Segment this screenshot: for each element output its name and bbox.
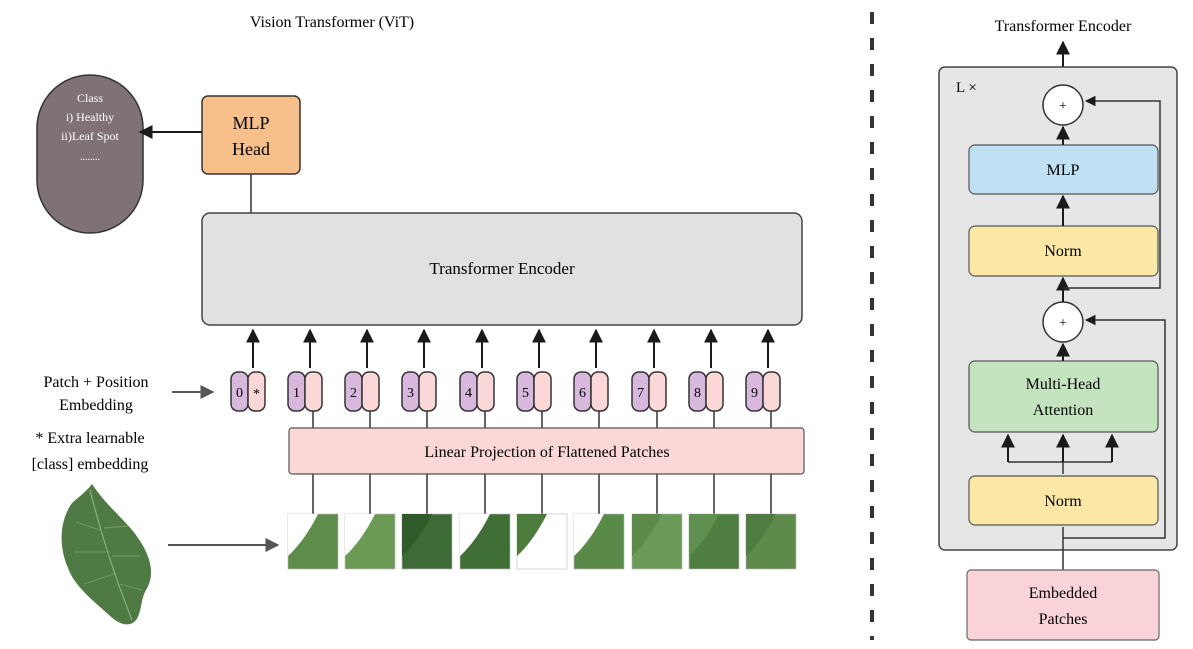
token-4: 4 xyxy=(459,328,495,428)
token-4-index: 4 xyxy=(465,386,472,401)
vit-title: Vision Transformer (ViT) xyxy=(250,14,414,31)
patch-position-label-2: Embedding xyxy=(59,397,133,414)
token-0: 0* xyxy=(230,328,266,412)
class-line-3: ii)Leaf Spot xyxy=(61,129,119,143)
residual-connection-lower xyxy=(1063,314,1166,539)
patch-1 xyxy=(287,513,339,570)
top-add-node xyxy=(1042,84,1084,126)
leaf-image xyxy=(61,484,152,625)
token-6-patch-pill xyxy=(590,371,609,412)
attention-block xyxy=(968,360,1159,433)
token-4-patch-pill xyxy=(476,371,495,412)
class-line-2: i) Healthy xyxy=(66,110,114,124)
token-8-index: 8 xyxy=(694,386,701,401)
token-2: 2 xyxy=(344,328,380,428)
token-7-patch-pill xyxy=(648,371,667,412)
patch-position-label-1: Patch + Position xyxy=(43,374,148,391)
class-output-box: Class i) Healthy ii)Leaf Spot ........ xyxy=(36,74,144,234)
token-3-index: 3 xyxy=(407,386,414,401)
token-3-patch-pill xyxy=(418,371,437,412)
token-6-index: 6 xyxy=(579,386,586,401)
token-6: 6 xyxy=(573,328,609,428)
token-9-patch-pill xyxy=(762,371,781,412)
patch-5 xyxy=(516,513,568,570)
norm-block-lower xyxy=(968,475,1159,526)
mlp-head-line-2: Head xyxy=(232,139,270,159)
embedded-label-1: Embedded xyxy=(1029,585,1097,602)
patch-4 xyxy=(459,513,511,570)
encoder-detail-title: Transformer Encoder xyxy=(995,18,1132,35)
token-9: 9 xyxy=(745,328,781,428)
residual-connection-upper xyxy=(1063,95,1161,289)
patch-9 xyxy=(745,513,797,570)
token-9-index: 9 xyxy=(751,386,758,401)
class-line-1: Class xyxy=(77,91,103,105)
token-5-index: 5 xyxy=(522,386,529,401)
mlp-head-box: MLP Head xyxy=(201,95,301,175)
class-line-4: ........ xyxy=(80,152,100,163)
patch-8 xyxy=(688,513,740,570)
patch-7 xyxy=(631,513,683,570)
token-8-patch-pill xyxy=(705,371,724,412)
token-7: 7 xyxy=(631,328,667,428)
transformer-encoder-label: Transformer Encoder xyxy=(429,259,575,278)
token-1-patch-pill xyxy=(304,371,323,412)
linear-projection-label: Linear Projection of Flattened Patches xyxy=(424,444,669,461)
norm-label-lower: Norm xyxy=(1044,493,1082,510)
linear-projection-box: Linear Projection of Flattened Patches xyxy=(288,427,805,475)
token-2-index: 2 xyxy=(350,386,357,401)
token-0-patch-pill xyxy=(247,371,266,412)
norm-label-upper: Norm xyxy=(1044,243,1082,260)
patch-3 xyxy=(401,513,453,570)
image-patches xyxy=(287,474,797,570)
mlp-head-line-1: MLP xyxy=(232,113,269,133)
class-token-mark: * xyxy=(253,387,260,402)
embedded-patches-block xyxy=(966,569,1160,641)
token-2-patch-pill xyxy=(361,371,380,412)
token-3: 3 xyxy=(401,328,437,428)
embedded-label-2: Patches xyxy=(1039,611,1088,628)
patch-6 xyxy=(573,513,625,570)
repeat-label: L × xyxy=(956,80,977,96)
attention-label-1: Multi-Head xyxy=(1026,376,1101,393)
token-7-index: 7 xyxy=(637,386,644,401)
patch-2 xyxy=(344,513,396,570)
token-8: 8 xyxy=(688,328,724,428)
token-0-index: 0 xyxy=(236,386,243,401)
token-1-index: 1 xyxy=(293,386,300,401)
token-5-patch-pill xyxy=(533,371,552,412)
top-add-symbol: + xyxy=(1059,99,1067,114)
attention-label-2: Attention xyxy=(1033,402,1093,419)
transformer-encoder-block: Transformer Encoder xyxy=(201,212,803,326)
token-1: 1 xyxy=(287,328,323,428)
extra-note-1: * Extra learnable xyxy=(35,430,144,447)
qkv-branch xyxy=(1008,461,1112,474)
extra-note-2: [class] embedding xyxy=(32,456,149,473)
middle-add-symbol: + xyxy=(1059,316,1067,331)
token-5: 5 xyxy=(516,328,552,428)
mlp-label: MLP xyxy=(1047,162,1080,179)
